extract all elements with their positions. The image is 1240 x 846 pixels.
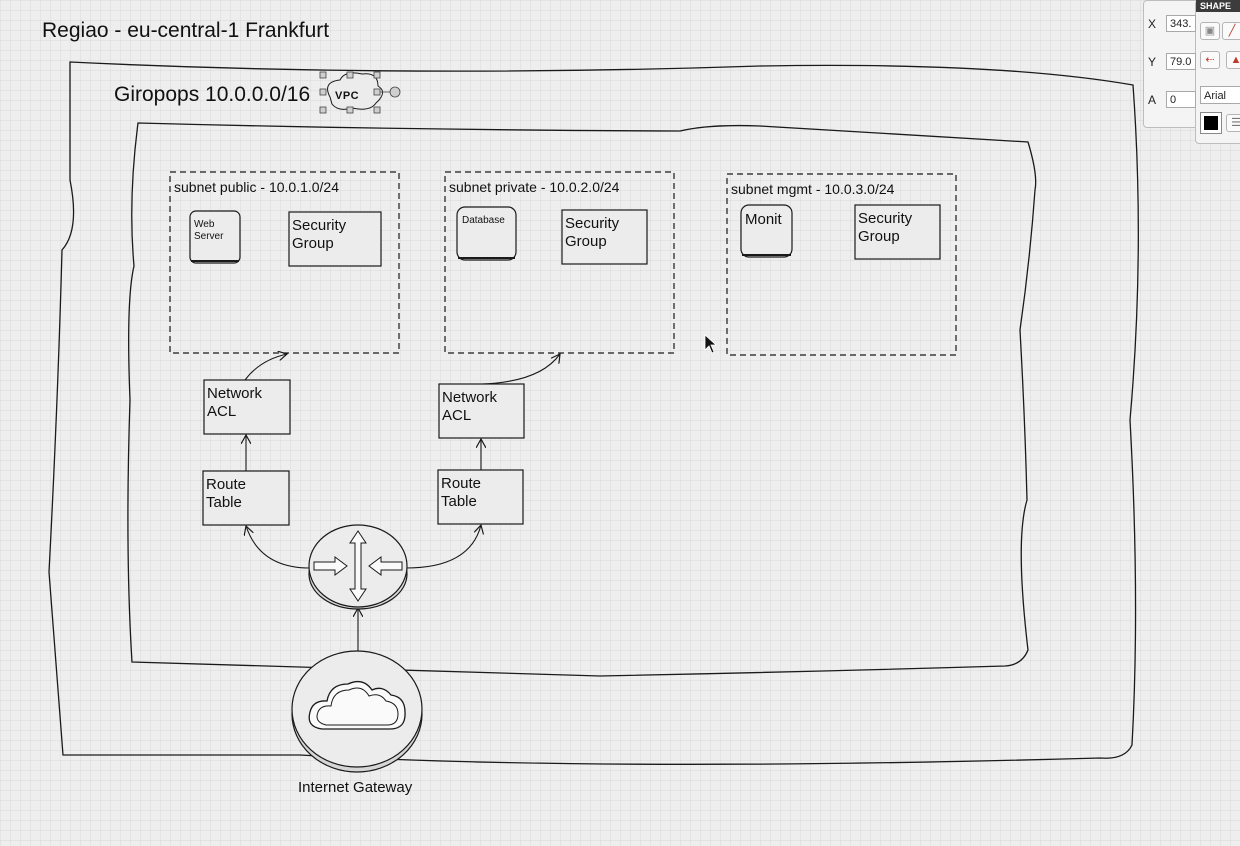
stroke-color-swatch[interactable] [1200,112,1222,134]
connector-router-to-route-private [405,525,481,569]
web-server-node[interactable] [189,210,241,264]
network-acl-public-box[interactable] [203,379,291,435]
subnet-private-boundary[interactable] [444,171,675,354]
security-group-public-box[interactable] [288,211,382,267]
subnet-public-label[interactable]: subnet public - 10.0.1.0/24 [174,179,340,195]
connector-acl-to-subnet-private [481,354,560,385]
subnet-mgmt-boundary[interactable] [726,173,957,356]
vpc-title[interactable]: Giropops 10.0.0.0/16 [114,83,311,106]
security-group-mgmt-box[interactable] [854,204,941,260]
stroke-none-icon[interactable]: ╱ [1222,22,1240,40]
web-server-label: Web Server [194,219,224,242]
text-align-icon[interactable]: ☰ [1226,114,1240,132]
vpc-boundary[interactable] [127,122,1037,677]
y-input[interactable]: 79.0 [1166,53,1196,70]
internet-gateway-label[interactable]: Internet Gateway [298,779,413,796]
route-table-public-label: Route Table [206,476,247,511]
route-table-private-label: Route Table [441,475,482,510]
monit-node[interactable] [740,204,793,258]
shape-panel-header: SHAPE [1196,0,1240,12]
security-group-public-label: Security Group [292,217,347,252]
mouse-cursor-icon [704,334,718,354]
cloud-icon[interactable] [291,650,423,773]
delete-icon[interactable]: ▲ [1226,51,1240,69]
monit-label: Monit [745,211,782,228]
connector-router-to-route-public [246,526,311,569]
network-acl-private-box[interactable] [438,383,525,439]
vpc-tag-label: VPC [335,90,360,102]
security-group-private-box[interactable] [561,209,648,265]
database-node[interactable] [456,206,517,261]
vpc-tag-shape[interactable] [319,71,401,114]
security-group-mgmt-label: Security Group [858,210,913,245]
database-label: Database [462,215,505,226]
router-icon[interactable] [308,524,408,610]
subnet-private-label[interactable]: subnet private - 10.0.2.0/24 [449,179,620,195]
font-family-select[interactable]: Arial [1200,86,1240,104]
network-acl-public-label: Network ACL [207,385,263,420]
region-boundary[interactable] [48,61,1139,765]
angle-field-label: A [1148,93,1157,107]
connector-acl-to-subnet-public [244,354,287,381]
x-field-label: X [1148,17,1157,31]
security-group-private-label: Security Group [565,215,620,250]
fill-bucket-icon[interactable]: ▣ [1200,22,1220,40]
x-input[interactable]: 343. [1166,15,1196,32]
y-field-label: Y [1148,55,1157,69]
arrow-left-icon[interactable]: ⇠ [1200,51,1220,69]
subnet-mgmt-label[interactable]: subnet mgmt - 10.0.3.0/24 [731,181,895,197]
region-title[interactable]: Regiao - eu-central-1 Frankfurt [42,19,330,42]
angle-input[interactable]: 0 [1166,91,1196,108]
network-acl-private-label: Network ACL [442,389,498,424]
